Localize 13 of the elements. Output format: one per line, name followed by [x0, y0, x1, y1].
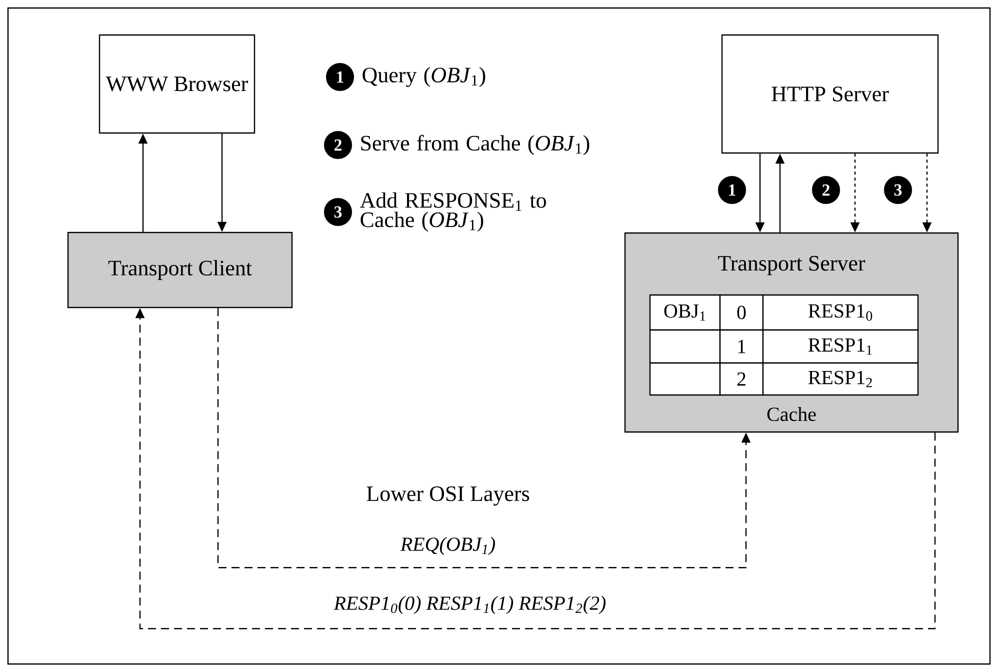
- step-text: Query (OBJ$_{1}$): [362, 67, 486, 87]
- edge-label: REQ(OBJ$_{1}$): [399, 536, 497, 556]
- table-cell: 0: [719, 294, 764, 331]
- step-text: Serve from Cache (OBJ$_{1}$): [361, 134, 590, 156]
- table-cell: 2: [719, 362, 764, 396]
- layer-label: Lower OSI Layers: [366, 486, 530, 506]
- shaded-box: Transport Client: [67, 232, 293, 308]
- edge-label: RESP1$_{0}$(0) RESP1$_{1}$(1) RESP1$_{2}$(2): [332, 594, 608, 616]
- box: HTTP Server: [721, 34, 939, 154]
- table-cell: OBJ$_{1}$: [649, 294, 721, 331]
- table-cell: 1: [719, 329, 764, 364]
- box: WWW Browser: [98, 34, 256, 134]
- step-text: Add RESPONSE$_{1}$ to Cache (OBJ$_{1}$): [360, 192, 546, 232]
